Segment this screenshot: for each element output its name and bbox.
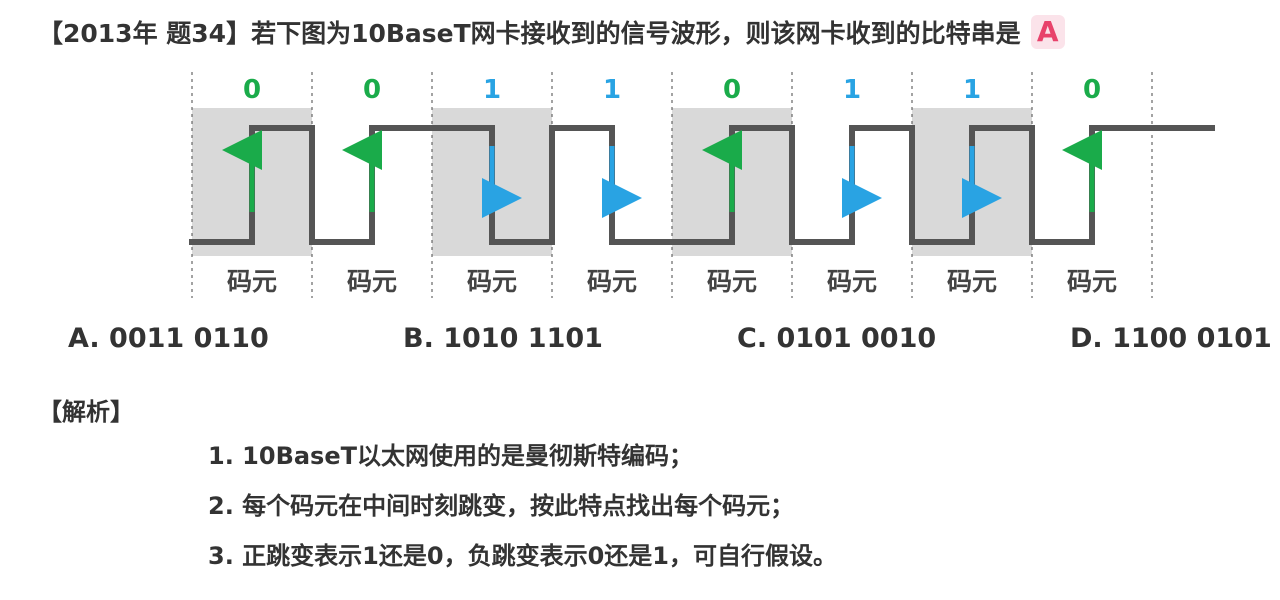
waveform-line	[189, 125, 1215, 245]
symbol-label: 码元	[827, 267, 877, 296]
option-b[interactable]: B. 1010 1101	[403, 323, 603, 354]
symbol-label: 码元	[707, 267, 757, 296]
analysis-step: 3. 正跳变表示1还是0，负跳变表示0还是1，可自行假设。	[208, 542, 837, 570]
question-line: 【2013年 题34】若下图为10BaseT网卡接收到的信号波形，则该网卡收到的…	[38, 14, 1065, 50]
bit-label: 1	[603, 75, 621, 105]
bit-label: 0	[363, 75, 381, 105]
bit-labels: 0 0 1 1 0 1 1 0	[243, 75, 1101, 105]
signal-waveform	[189, 125, 1215, 245]
manchester-waveform-diagram: 0 0 1 1 0 1 1 0 码元 码元 码元 码元 码元 码元 码元 码元	[189, 72, 1215, 298]
analysis-step: 2. 每个码元在中间时刻跳变，按此特点找出每个码元；	[208, 492, 795, 520]
bit-label: 0	[723, 75, 741, 105]
symbol-label: 码元	[467, 267, 517, 296]
option-c[interactable]: C. 0101 0010	[737, 323, 937, 354]
bit-label: 0	[243, 75, 261, 105]
analysis-step: 1. 10BaseT以太网使用的是曼彻斯特编码；	[208, 442, 693, 470]
option-d[interactable]: D. 1100 0101	[1070, 323, 1272, 354]
symbol-labels: 码元 码元 码元 码元 码元 码元 码元 码元	[227, 267, 1117, 296]
analysis-steps: 1. 10BaseT以太网使用的是曼彻斯特编码； 2. 每个码元在中间时刻跳变，…	[208, 436, 837, 586]
bit-label: 1	[483, 75, 501, 105]
transition-arrows	[222, 130, 1102, 218]
question-text: 【2013年 题34】若下图为10BaseT网卡接收到的信号波形，则该网卡收到的…	[38, 19, 1021, 48]
option-a[interactable]: A. 0011 0110	[68, 323, 269, 354]
symbol-label: 码元	[1067, 267, 1117, 296]
bit-label: 1	[963, 75, 981, 105]
bit-label: 0	[1083, 75, 1101, 105]
analysis-title: 【解析】	[38, 398, 134, 426]
symbol-label: 码元	[587, 267, 637, 296]
symbol-label: 码元	[227, 267, 277, 296]
symbol-label: 码元	[347, 267, 397, 296]
answer-options: A. 0011 0110 B. 1010 1101 C. 0101 0010 D…	[0, 323, 1280, 363]
answer-badge: A	[1030, 15, 1065, 49]
symbol-label: 码元	[947, 267, 997, 296]
bit-label: 1	[843, 75, 861, 105]
